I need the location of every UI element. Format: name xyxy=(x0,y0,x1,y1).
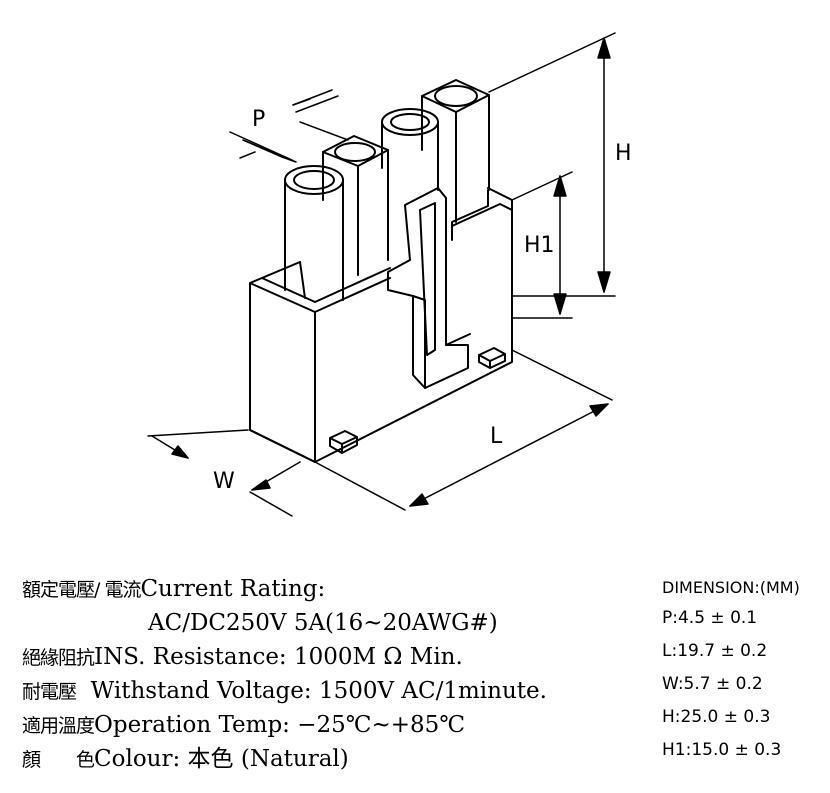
connector-drawing: P H H1 L W xyxy=(147,32,632,517)
base-bump-right xyxy=(478,347,506,369)
spec-colour-cn: 顏 色 xyxy=(22,749,95,771)
label-l: L xyxy=(490,424,503,449)
pin-1 xyxy=(284,165,344,301)
spec-current-rating: 額定電壓/ 電流Current Rating: xyxy=(22,572,662,606)
dimension-h: H:25.0 ± 0.3 xyxy=(662,707,771,727)
pin-3 xyxy=(381,108,439,191)
spec-current-en: Current Rating: xyxy=(140,576,326,602)
spec-ins-resistance: 絕緣阻抗INS. Resistance: 1000M Ω Min. xyxy=(22,640,662,674)
pin-4 xyxy=(421,79,490,223)
label-h: H xyxy=(615,141,632,166)
spec-current-cn: 額定電壓/ 電流 xyxy=(22,579,141,601)
base-bump-left xyxy=(329,430,358,454)
spec-current-value-text: AC/DC250V 5A(16~20AWG#) xyxy=(148,610,498,636)
spec-current-value: AC/DC250V 5A(16~20AWG#) xyxy=(22,606,662,640)
dimension-w: W:5.7 ± 0.2 xyxy=(662,674,763,694)
dimension-lines xyxy=(147,32,616,517)
spec-table: 額定電壓/ 電流Current Rating: AC/DC250V 5A(16~… xyxy=(22,572,662,776)
spec-withstand-cn: 耐電壓 xyxy=(22,681,77,703)
dimension-table: DIMENSION:(MM) P:4.5 ± 0.1 L:19.7 ± 0.2 … xyxy=(662,578,827,773)
label-p: P xyxy=(252,107,265,132)
spec-temp-cn: 適用溫度 xyxy=(22,715,95,737)
spec-ins-en: INS. Resistance: 1000M Ω Min. xyxy=(94,644,463,670)
spec-operation-temp: 適用溫度Operation Temp: −25℃~+85℃ xyxy=(22,708,662,742)
spec-temp-en: Operation Temp: −25℃~+85℃ xyxy=(94,712,466,738)
spec-ins-cn: 絕緣阻抗 xyxy=(22,647,95,669)
spec-colour: 顏 色Colour: 本色 (Natural) xyxy=(22,742,662,776)
spec-withstand-voltage: 耐電壓 Withstand Voltage: 1500V AC/1minute. xyxy=(22,674,662,708)
label-w: W xyxy=(213,469,235,494)
dimension-p: P:4.5 ± 0.1 xyxy=(662,608,758,628)
label-h1: H1 xyxy=(524,233,555,258)
pin-2 xyxy=(322,135,389,276)
spec-colour-en: Colour: 本色 (Natural) xyxy=(94,746,349,772)
latch xyxy=(387,187,471,389)
dimension-l: L:19.7 ± 0.2 xyxy=(662,641,768,661)
spec-withstand-en: Withstand Voltage: 1500V AC/1minute. xyxy=(90,678,547,704)
housing-body xyxy=(249,187,513,463)
dimension-h1: H1:15.0 ± 0.3 xyxy=(662,740,782,760)
dimension-header: DIMENSION:(MM) xyxy=(662,578,800,597)
